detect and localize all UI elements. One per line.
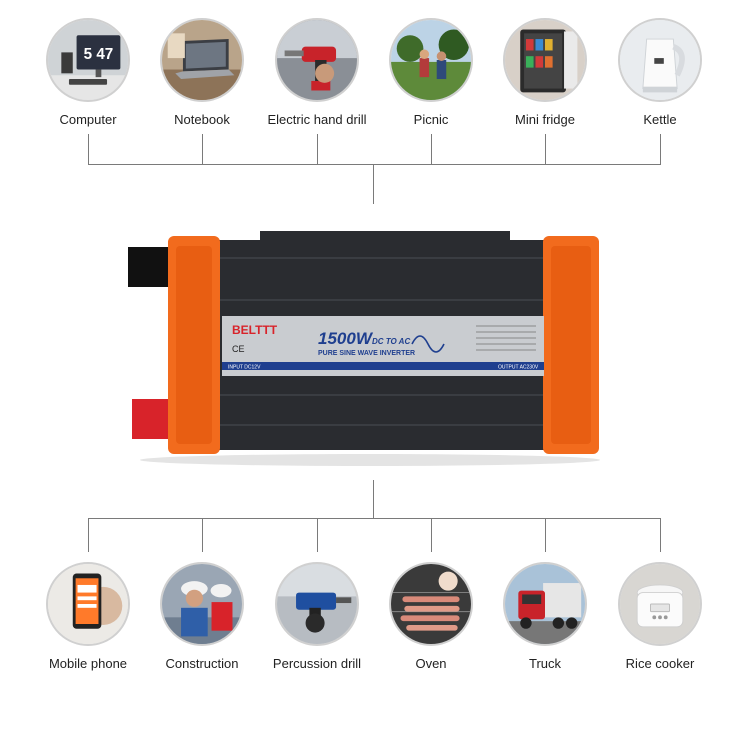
app-notebook: Notebook xyxy=(147,18,257,127)
bottom-drop-1 xyxy=(88,518,89,552)
oven-icon xyxy=(389,562,473,646)
bottom-drop-4 xyxy=(431,518,432,552)
notebook-icon xyxy=(160,18,244,102)
bottom-drop-5 xyxy=(545,518,546,552)
bottom-drop-3 xyxy=(317,518,318,552)
power-rating: 1500W xyxy=(318,329,374,348)
app-label: Notebook xyxy=(174,112,230,127)
cert-marks: CE xyxy=(232,344,245,354)
app-mobile-phone: Mobile phone xyxy=(33,562,143,671)
app-electric-hand-drill: Electric hand drill xyxy=(262,18,372,127)
app-label: Picnic xyxy=(413,112,449,127)
bottom-bracket-horizontal xyxy=(88,518,661,519)
brand-name: BELTTT xyxy=(232,323,278,337)
app-label: Mobile phone xyxy=(48,656,128,671)
wave-type: PURE SINE WAVE INVERTER xyxy=(318,350,415,357)
top-bracket-horizontal xyxy=(88,164,661,165)
app-picnic: Picnic xyxy=(376,18,486,127)
app-construction: Construction xyxy=(147,562,257,671)
conversion-text: DC TO AC xyxy=(372,337,410,346)
bottom-drop-6 xyxy=(660,518,661,552)
bottom-drop-2 xyxy=(202,518,203,552)
app-label: Mini fridge xyxy=(515,112,575,127)
positive-terminal xyxy=(132,399,174,439)
negative-terminal xyxy=(128,247,172,287)
top-drop-1 xyxy=(88,134,89,164)
top-drop-3 xyxy=(317,134,318,164)
construction-icon xyxy=(160,562,244,646)
app-truck: Truck xyxy=(490,562,600,671)
app-rice-cooker: Rice cooker xyxy=(605,562,715,671)
bottom-stem xyxy=(373,480,374,518)
rice-cooker-icon xyxy=(618,562,702,646)
mini-fridge-icon xyxy=(503,18,587,102)
top-drop-6 xyxy=(660,134,661,164)
top-drop-4 xyxy=(431,134,432,164)
app-label: Electric hand drill xyxy=(267,112,367,127)
app-label: Rice cooker xyxy=(625,656,695,671)
app-label: Oven xyxy=(415,656,447,671)
electric-drill-icon xyxy=(275,18,359,102)
computer-screen-text: 5 47 xyxy=(84,46,114,63)
top-drop-5 xyxy=(545,134,546,164)
top-stem xyxy=(373,164,374,204)
app-label: Computer xyxy=(59,112,117,127)
app-label: Kettle xyxy=(643,112,677,127)
picnic-icon xyxy=(389,18,473,102)
app-mini-fridge: Mini fridge xyxy=(490,18,600,127)
app-oven: Oven xyxy=(376,562,486,671)
app-label: Truck xyxy=(528,656,562,671)
percussion-drill-icon xyxy=(275,562,359,646)
app-computer: 5 47 Computer xyxy=(33,18,143,127)
truck-icon xyxy=(503,562,587,646)
mounting-bracket xyxy=(260,231,510,241)
input-label: INPUT DC12V xyxy=(228,365,261,371)
app-label: Construction xyxy=(165,656,239,671)
app-percussion-drill: Percussion drill xyxy=(262,562,372,671)
top-drop-2 xyxy=(202,134,203,164)
output-label: OUTPUT AC230V xyxy=(498,365,539,371)
app-kettle: Kettle xyxy=(605,18,715,127)
mobile-phone-icon xyxy=(46,562,130,646)
sine-wave-icon xyxy=(411,335,445,353)
app-label: Percussion drill xyxy=(272,656,362,671)
kettle-icon xyxy=(618,18,702,102)
